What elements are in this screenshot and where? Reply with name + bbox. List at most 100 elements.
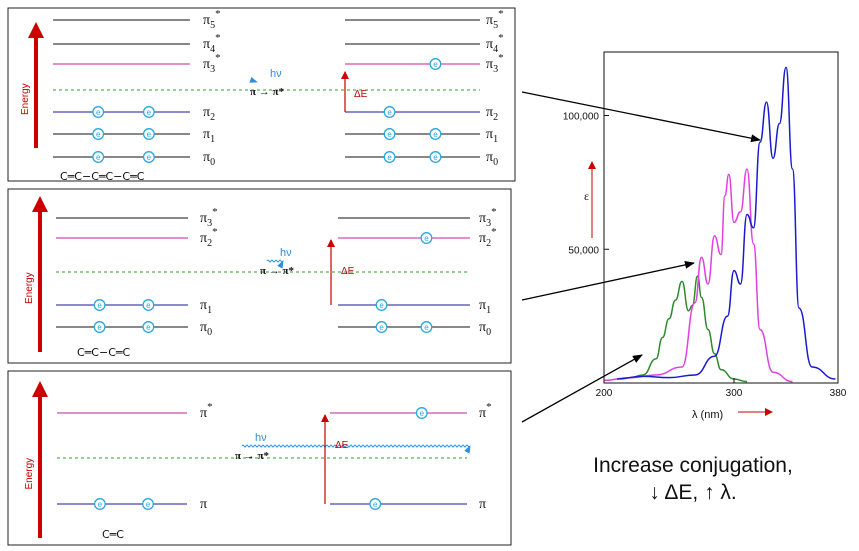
excited-electron-4b: e	[429, 128, 442, 140]
molecule-formula: C═C	[102, 528, 124, 541]
excited-level-label-0: π5*	[486, 8, 504, 31]
hv-wavy-arrow	[241, 444, 471, 454]
energy-arrow-head	[28, 22, 44, 38]
excited-level-label-1: π4*	[486, 32, 504, 55]
x-tick-label-0: 200	[596, 388, 613, 399]
svg-text:e: e	[424, 234, 429, 243]
ground-level-label-0: π3*	[200, 206, 218, 229]
energy-label: Energy	[24, 458, 35, 490]
svg-text:e: e	[433, 130, 438, 139]
ground-level-label-1: π4*	[203, 32, 221, 55]
spectrum-series-1	[629, 275, 748, 383]
y-tick-label-1: 50,000	[568, 245, 599, 256]
excited-level-label-3: π2	[486, 105, 498, 123]
svg-text:e: e	[379, 323, 384, 332]
caption-line-2: ↓ ΔE, ↑ λ.	[649, 481, 737, 504]
pointer-arrow-1	[521, 91, 761, 143]
molecule-formula: C═C−C═C	[77, 346, 131, 359]
ground-electron-2: e	[93, 321, 106, 333]
svg-text:e: e	[147, 153, 152, 162]
excited-level-label-0: π3*	[479, 206, 497, 229]
transition-label: π → π*	[235, 450, 270, 462]
spectrum-plot-area	[603, 51, 839, 384]
excited-electron-lumo: e	[415, 407, 428, 419]
ground-level-label-3: π2	[203, 105, 215, 123]
svg-text:e: e	[433, 153, 438, 162]
excited-level-label-1: π	[479, 497, 486, 512]
ground-electron-1: e	[142, 106, 155, 118]
ground-electron-0: e	[92, 106, 105, 118]
ground-level-label-0: π*	[200, 401, 213, 421]
svg-text:e: e	[146, 301, 151, 310]
excited-electron-4a: e	[383, 128, 396, 140]
conjugation-caption: Increase conjugation, ↓ ΔE, ↑ λ.	[558, 452, 828, 506]
spectrum-series-3	[616, 66, 836, 380]
ground-level-label-4: π1	[203, 127, 215, 145]
delta-e-label: ΔE	[341, 266, 355, 277]
ground-level-label-1: π2*	[200, 226, 218, 249]
panel-border	[7, 370, 512, 546]
svg-text:e: e	[387, 153, 392, 162]
ground-level-label-5: π0	[203, 150, 215, 168]
svg-text:e: e	[146, 500, 151, 509]
svg-text:e: e	[147, 130, 152, 139]
excited-electron-homo: e	[383, 106, 396, 118]
x-tick-label-2: 380	[830, 388, 847, 399]
excited-electron-5a: e	[383, 151, 396, 163]
svg-text:e: e	[97, 301, 102, 310]
ground-electron-5: e	[142, 151, 155, 163]
hv-wavy-arrow	[266, 259, 284, 269]
svg-text:e: e	[420, 409, 425, 418]
excited-level-label-4: π1	[486, 127, 498, 145]
svg-text:e: e	[147, 108, 152, 117]
spectrum-series-2	[603, 168, 793, 383]
pointer-arrow-2	[521, 260, 695, 301]
ground-electron-3: e	[142, 321, 155, 333]
hv-label: hν	[280, 247, 292, 259]
ground-electron-0: e	[93, 299, 106, 311]
lambda-axis-label: λ (nm)	[692, 409, 723, 421]
excited-electron-homo: e	[375, 299, 388, 311]
pointer-arrow-3	[521, 354, 643, 423]
svg-text:e: e	[424, 323, 429, 332]
svg-text:e: e	[98, 500, 103, 509]
panel-border	[7, 7, 516, 182]
transition-label: π → π*	[260, 265, 295, 277]
excited-electron-5b: e	[429, 151, 442, 163]
x-tick-label-1: 300	[726, 388, 743, 399]
ground-electron-3: e	[142, 128, 155, 140]
svg-text:e: e	[97, 323, 102, 332]
excited-level-label-0: π*	[479, 401, 492, 421]
svg-text:e: e	[146, 323, 151, 332]
excited-level-label-2: π1	[479, 298, 491, 316]
pointer-arrows	[521, 91, 761, 423]
energy-label: Energy	[24, 272, 35, 304]
svg-text:e: e	[96, 153, 101, 162]
delta-e-label: ΔE	[354, 89, 368, 100]
ground-electron-2: e	[92, 128, 105, 140]
energy-label: Energy	[20, 83, 31, 115]
excited-level-label-2: π3*	[486, 52, 504, 75]
caption-line-1: Increase conjugation,	[593, 454, 793, 477]
hv-label: hν	[270, 68, 282, 80]
energy-arrow-head	[32, 196, 48, 212]
svg-text:e: e	[387, 130, 392, 139]
delta-e-label: ΔE	[335, 440, 349, 451]
excited-level-label-3: π0	[479, 320, 491, 338]
energy-arrow-head	[32, 381, 48, 397]
ground-electron-0: e	[93, 498, 106, 510]
svg-text:e: e	[387, 108, 392, 117]
ground-level-label-2: π3*	[203, 52, 221, 75]
ground-level-label-2: π1	[200, 298, 212, 316]
ground-level-label-0: π5*	[203, 8, 221, 31]
svg-text:e: e	[373, 500, 378, 509]
excited-electron-lumo: e	[429, 58, 442, 70]
svg-text:e: e	[379, 301, 384, 310]
hv-label: hν	[255, 432, 267, 444]
excited-electron-3a: e	[375, 321, 388, 333]
